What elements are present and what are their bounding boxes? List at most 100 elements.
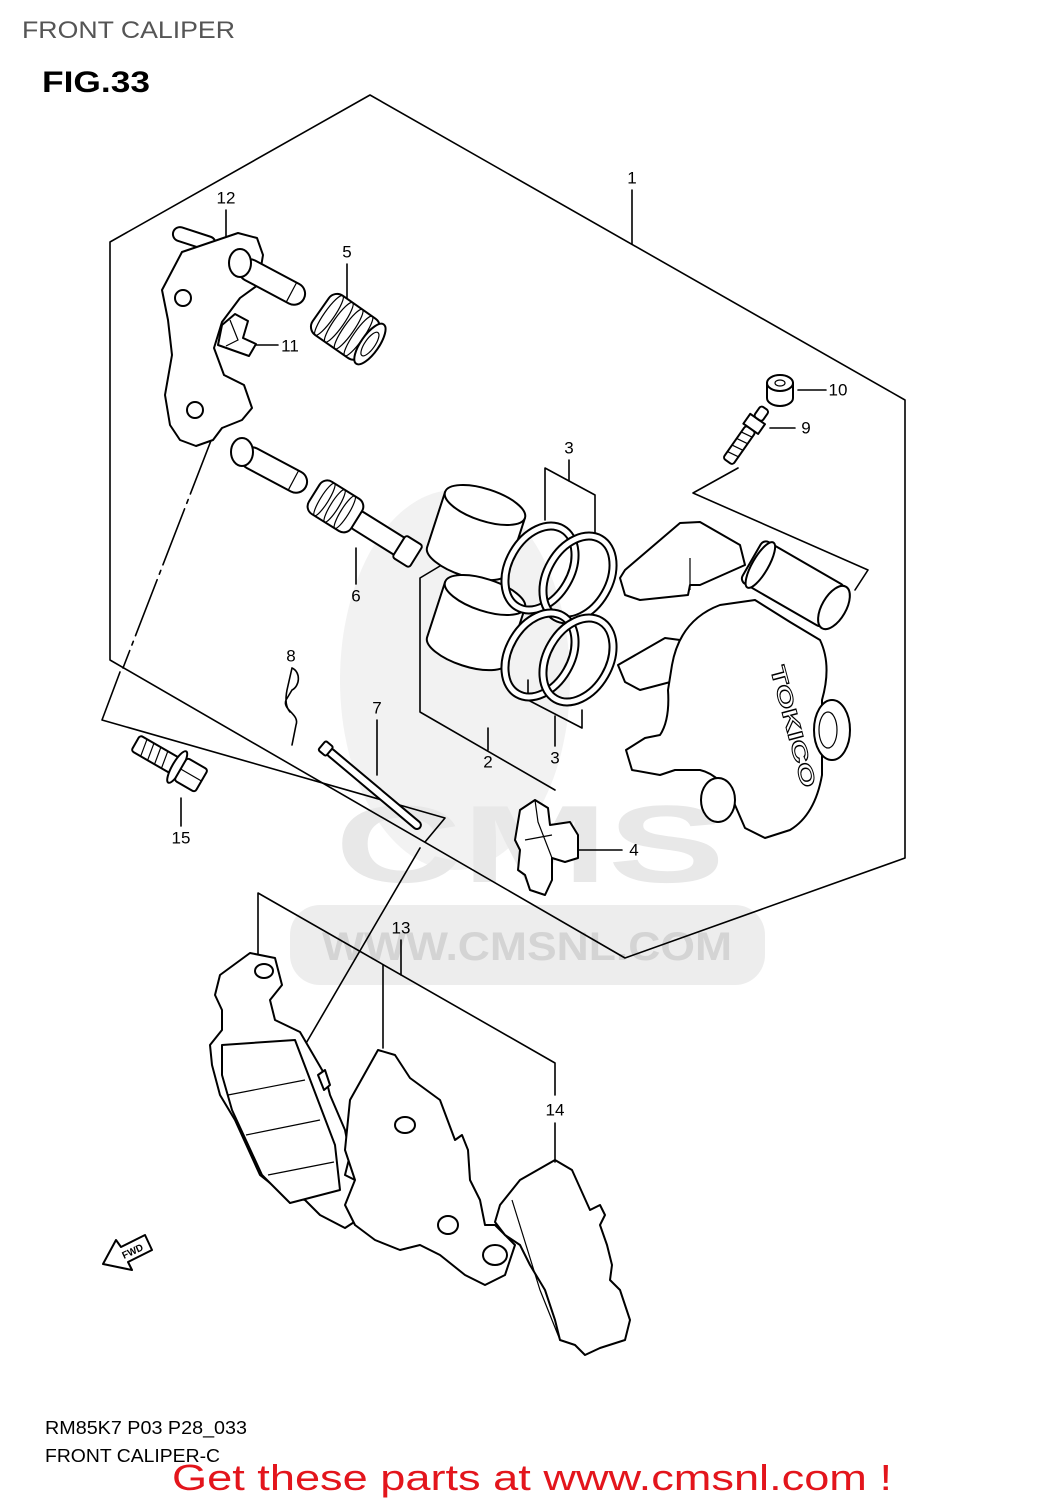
watermark-url: WWW.CMSNL.COM [322,925,732,969]
pad-shim-fold [511,1199,561,1341]
bleeder-cap [766,374,794,407]
pad-spring-clip-bend [225,319,239,347]
callout-2: 2 [483,753,492,772]
bracket-plate [161,232,264,447]
bleeder-frame [692,467,869,591]
pin-lower-head [392,535,423,568]
callout-11: 11 [281,337,299,356]
pad-shim-plate [494,1159,631,1356]
seal-lower-frame [527,679,583,729]
seal-lf-band [540,615,616,705]
bleeder-boss-ring [744,541,777,589]
pad-spring [514,799,579,896]
piston-seal-lower-back [500,608,580,702]
caliper-pin-boss [700,777,736,823]
pad-a-tab [317,1069,331,1091]
bolt-thread-line-1 [140,738,148,757]
piston-lower [425,573,527,672]
piston-upper-face [443,483,527,527]
bracket-boss-lower [230,437,254,467]
bleeder-thread-line-2 [731,444,744,451]
watermark-url-box [290,905,765,985]
diagram-caption: FRONT CALIPER-C [45,1446,220,1466]
pad-pin [317,740,422,830]
callout-7: 7 [372,699,381,718]
caliper-bracket [161,226,309,494]
boot-upper-opening [360,331,380,357]
callout-1: 1 [627,169,636,188]
boot-upper-ridge-1 [314,294,344,336]
pad-shim [494,1159,631,1356]
bracket-hole-lower [186,401,204,419]
callout-15: 15 [172,829,191,848]
bolt-pin-frame [101,671,446,843]
watermark-logo-ring [340,490,570,870]
bleeder-thread-line-3 [736,437,748,445]
pad-a-lining [221,1039,341,1204]
pad-b-hole-2 [437,1215,459,1235]
caliper-assembly-frame [109,94,906,959]
pad-a-lining-slot-1 [227,1079,306,1096]
seal-lb-band [502,610,578,700]
page-title: FRONT CALIPER [22,17,235,44]
brake-pad-a [209,952,366,1229]
promo-link[interactable]: Get these parts at www.cmsnl.com ! [172,1457,892,1498]
pad-spring-fold [524,799,553,859]
piston-seal-lower-front [538,613,618,707]
figure-number: FIG.33 [42,66,150,99]
boot-upper-face [353,322,387,366]
bracket-hole-upper [174,289,192,307]
seal-upper-frame [544,467,596,541]
pad-b-hole-1 [394,1116,416,1134]
callout-3-upper: 3 [564,439,573,458]
bleeder-cap-hole [774,379,786,387]
forward-arrow-icon: FWD [102,1234,153,1271]
bolt-thread-line-3 [153,746,162,765]
bleeder-cap-top [766,374,794,392]
diagram-code: RM85K7 P03 P28_033 [45,1418,247,1439]
boot-lower-ridge-2 [323,489,346,523]
bleeder-boss-end [817,584,851,631]
bolt-thread-line-4 [160,750,169,769]
callout-labels: 1 12 5 11 10 9 3 6 8 7 3 2 4 15 13 14 [172,169,848,1120]
callout-leaders [180,189,827,1163]
pad-a-hole [254,963,274,979]
pin-boot-lower [306,479,423,568]
seal-ub-band [502,523,578,613]
piston-seal-upper-back [500,521,580,615]
mounting-bolt [131,735,208,793]
boot-upper-ridge-2 [323,301,354,343]
callout-12: 12 [217,189,236,208]
bracket-boss-upper [228,248,252,278]
bolt-thread-line-2 [147,742,155,761]
caliper-housing [625,599,828,839]
pin-boot-upper [309,292,387,366]
callout-4: 4 [629,841,638,860]
callout-8: 8 [286,647,295,666]
forward-arrow-shape [102,1234,153,1271]
slide-pin-upper-groove [285,282,298,303]
pad-a-lining-slot-3 [267,1161,335,1176]
watermark: CMS WWW.CMSNL.COM [290,490,765,985]
boot-upper-ridge-3 [333,308,364,350]
bleeder-valve [723,405,769,465]
callout-9: 9 [801,419,810,438]
boot-lower-ridge-3 [333,495,357,530]
bleeder-nipple [753,405,769,422]
piston-upper [425,483,527,582]
pad-pin-head [317,740,334,757]
bleeder-thread-line-1 [727,451,739,458]
caliper-bleeder-boss [740,540,851,631]
callout-5: 5 [342,243,351,262]
callout-10: 10 [829,381,848,400]
callout-14: 14 [546,1101,565,1120]
pad-group-frame [257,892,556,1096]
caliper-finger-upper [619,521,746,601]
frame-to-pad-line [304,847,421,1046]
bracket-to-bolt-line [122,437,213,669]
brake-pad-b [344,1049,516,1286]
slide-pin-lower-groove [287,470,300,491]
callout-6: 6 [351,587,360,606]
boot-lower-ridge-1 [313,482,336,517]
